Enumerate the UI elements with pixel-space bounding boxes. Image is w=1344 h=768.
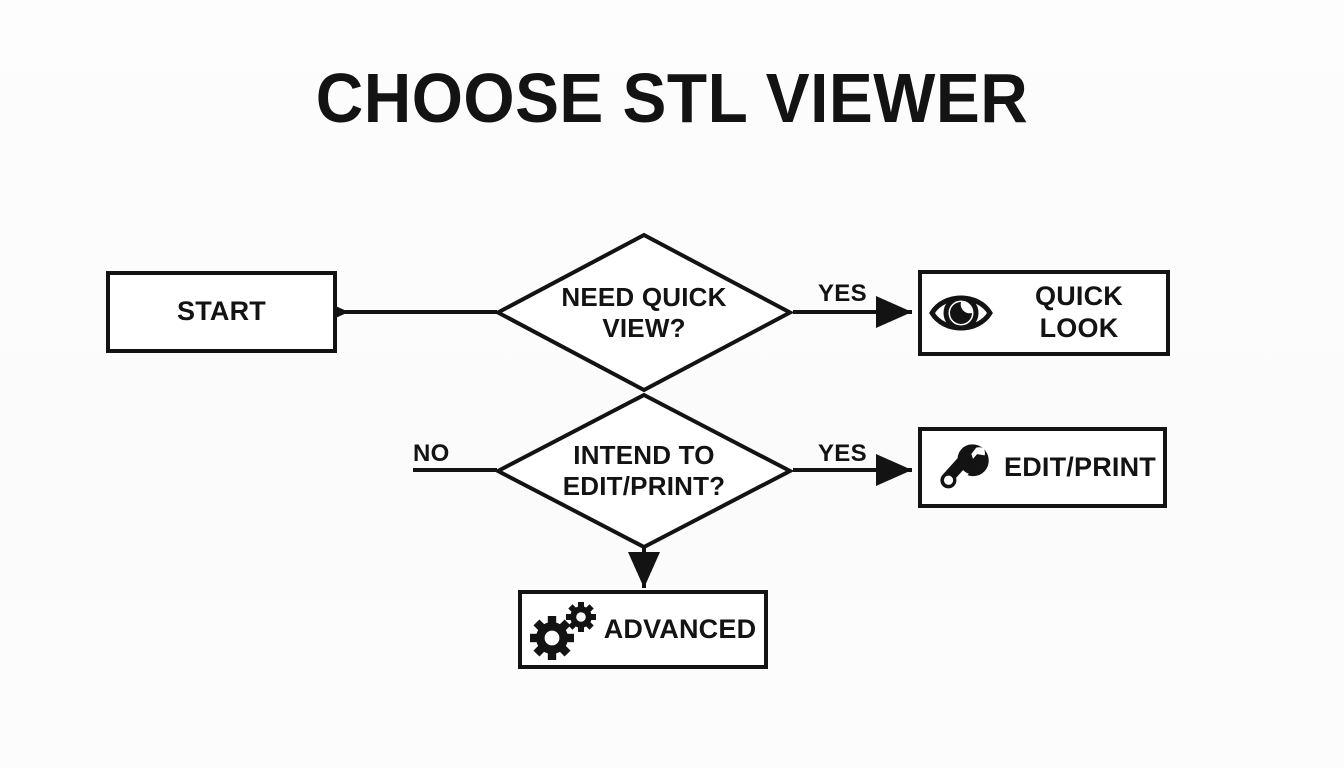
- wrench-icon: [940, 444, 989, 489]
- gears-icon: [530, 602, 596, 660]
- start-hit-area[interactable]: [108, 273, 335, 351]
- intend-edit-print-hit-area[interactable]: [498, 395, 790, 547]
- edit-print-hit-area[interactable]: [920, 429, 1165, 506]
- node-intend-edit-print[interactable]: [493, 392, 795, 550]
- eye-icon: [929, 295, 993, 331]
- advanced-hit-area[interactable]: [520, 592, 766, 667]
- need-quick-view-hit-area[interactable]: [498, 235, 790, 390]
- page-title: CHOOSE STL VIEWER: [315, 59, 1029, 137]
- node-need-quick-view[interactable]: [493, 232, 795, 393]
- node-start[interactable]: [106, 271, 337, 353]
- quick-look-hit-area[interactable]: [920, 272, 1168, 354]
